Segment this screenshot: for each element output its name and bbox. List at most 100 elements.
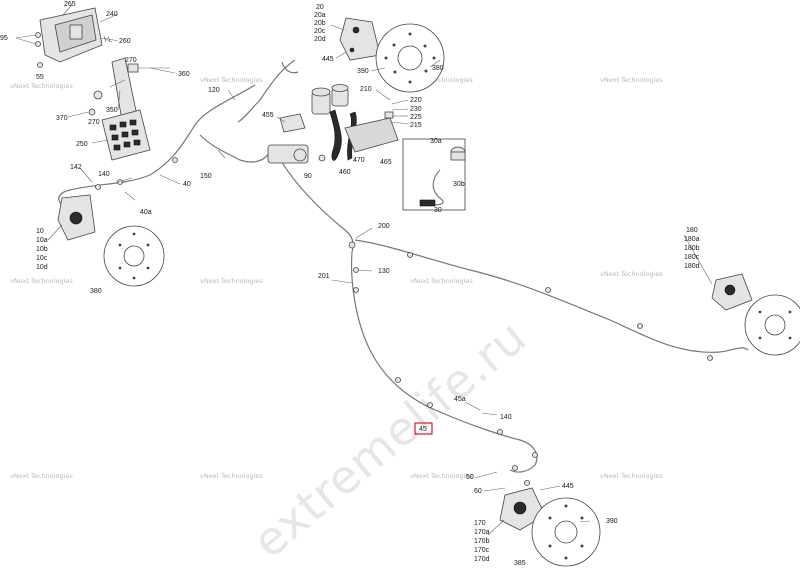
bracket-slot [69, 24, 83, 40]
callout-390-rear: 390 [606, 518, 618, 525]
callout-140: 140 [98, 171, 110, 178]
vnext-watermark: vNext Technologies [410, 472, 473, 480]
callout-95: 95 [0, 35, 8, 42]
watermark-group: vNext Technologies vNext Technologies vN… [10, 76, 663, 480]
callout-10a: 10a [36, 237, 48, 244]
brake-line-main-rear [351, 251, 538, 466]
callout-270: 270 [125, 57, 137, 64]
line-clips [95, 157, 713, 486]
brake-line-front-right [354, 239, 721, 353]
callout-150: 150 [200, 173, 212, 180]
vnext-watermark: vNext Technologies [600, 472, 663, 480]
caliper-bleeder [352, 26, 360, 34]
callout-180b: 180b [684, 245, 700, 252]
callout-201: 201 [318, 273, 330, 280]
caliper-disc-rear [499, 487, 601, 567]
reservoir-cap [311, 87, 331, 97]
callout-45a: 45a [454, 396, 466, 403]
callout-labels: 265 240 95 260 55 270 360 120 350 370 27… [0, 1, 700, 567]
brake-hose-upper [237, 59, 296, 123]
brake-line-front-left [69, 84, 256, 191]
bolt [35, 32, 41, 38]
vnext-watermark: vNext Technologies [200, 277, 263, 285]
caliper-piston [724, 284, 736, 296]
callout-230: 230 [410, 106, 422, 113]
vnext-watermark: vNext Technologies [10, 82, 73, 90]
callout-265: 265 [64, 1, 76, 8]
callout-55: 55 [36, 74, 44, 81]
vnext-watermark: vNext Technologies [410, 277, 473, 285]
callout-270-lower: 270 [88, 119, 100, 126]
rod-clevis [127, 63, 139, 73]
brake-disc-380-top [375, 23, 445, 93]
brake-pedal-assembly [35, 7, 170, 161]
caliper-disc-left [57, 194, 165, 287]
caliper-disc-top [339, 17, 445, 93]
callout-180a: 180a [684, 236, 700, 243]
site-watermark: extremelife.ru [242, 309, 536, 568]
inset-fitting [419, 199, 436, 207]
callout-180: 180 [686, 227, 698, 234]
callout-170c: 170c [474, 547, 490, 554]
caliper-disc-right [711, 273, 800, 356]
callout-370: 370 [56, 115, 68, 122]
callout-390: 390 [357, 68, 369, 75]
clamp-nut [318, 154, 326, 162]
return-spring [99, 35, 113, 43]
callout-385: 385 [514, 560, 526, 567]
callout-200: 200 [378, 223, 390, 230]
inset-hose [431, 169, 444, 206]
callout-40a: 40a [140, 209, 152, 216]
caliper-pin [349, 47, 355, 53]
callout-120: 120 [208, 87, 220, 94]
brake-disc-380-left [103, 225, 165, 287]
callout-40: 40 [183, 181, 191, 188]
callout-20b: 20b [314, 20, 326, 27]
callout-240: 240 [106, 11, 118, 18]
callout-180d: 180d [684, 263, 700, 270]
callout-10: 10 [36, 228, 44, 235]
caliper-20 [339, 17, 381, 61]
caliper-piston [513, 501, 527, 515]
callout-250: 250 [76, 141, 88, 148]
pivot-bushing [93, 90, 103, 100]
callout-10c: 10c [36, 255, 48, 262]
callout-20a: 20a [314, 12, 326, 19]
callout-170d: 170d [474, 556, 490, 563]
callout-215: 215 [410, 122, 422, 129]
bolt [37, 62, 43, 68]
brake-line-150 [199, 134, 271, 163]
callout-140-rear: 140 [500, 414, 512, 421]
washer [88, 108, 96, 116]
brake-disc-right [744, 294, 800, 356]
bracket-bolt [384, 111, 394, 119]
callout-170b: 170b [474, 538, 490, 545]
pedal-pad-studs [109, 119, 141, 151]
vnext-watermark: vNext Technologies [600, 76, 663, 84]
brake-line-front-right-end [719, 347, 749, 353]
brake-disc-385 [531, 497, 601, 567]
leader-lines [15, 4, 713, 536]
vnext-watermark: vNext Technologies [10, 472, 73, 480]
callout-260: 260 [119, 38, 131, 45]
callout-142: 142 [70, 164, 82, 171]
callout-10b: 10b [36, 246, 48, 253]
callout-445-rear: 445 [562, 483, 574, 490]
callout-180c: 180c [684, 254, 700, 261]
callout-380: 380 [432, 65, 444, 72]
callout-20c: 20c [314, 28, 326, 35]
master-cylinder-assembly [267, 84, 399, 164]
callout-470: 470 [353, 157, 365, 164]
callout-20d: 20d [314, 36, 326, 43]
vnext-watermark: vNext Technologies [200, 472, 263, 480]
brake-line-front-left-end [58, 189, 71, 206]
callout-20: 20 [316, 4, 324, 11]
bolt [35, 41, 41, 47]
master-cylinder-port [293, 148, 307, 162]
callout-465: 465 [380, 159, 392, 166]
vnext-watermark: vNext Technologies [200, 76, 263, 84]
callout-455: 455 [262, 112, 274, 119]
clamp [279, 113, 306, 133]
callout-50: 50 [466, 474, 474, 481]
